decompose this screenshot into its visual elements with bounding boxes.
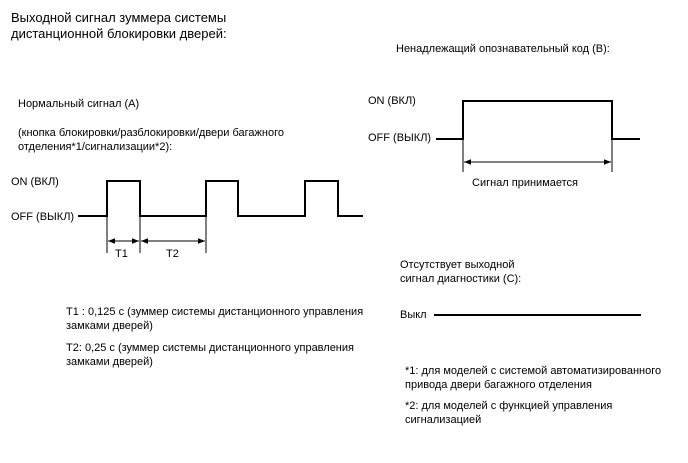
- t1-definition-line-1: T1 : 0,125 с (зуммер системы дистанционн…: [66, 306, 364, 318]
- normal-off-label: OFF (ВЫКЛ): [11, 211, 75, 223]
- t2-definition-line-1: T2: 0,25 с (зуммер системы дистанционног…: [66, 342, 354, 354]
- footnote-1-line-1: *1: для моделей с системой автоматизиров…: [405, 365, 662, 377]
- normal-signal-heading: Нормальный сигнал (A): [18, 98, 140, 110]
- t1-label: T1: [115, 248, 128, 260]
- invalid-code-waveform: [436, 100, 640, 140]
- no-output-off-label: Выкл: [400, 309, 427, 321]
- footnote-2-line-2: сигнализацией: [405, 414, 482, 426]
- invalid-on-label: ON (ВКЛ): [368, 95, 416, 107]
- footnote-1-line-2: привода двери багажного отделения: [405, 379, 592, 391]
- normal-signal-waveform: [78, 180, 363, 217]
- t2-definition-line-2: замками дверей): [66, 356, 153, 368]
- t1-definition-line-2: замками дверей): [66, 320, 153, 332]
- signal-accepted-label: Сигнал принимается: [472, 177, 579, 189]
- footnote-2-line-1: *2: для моделей с функцией управления: [405, 400, 613, 412]
- normal-signal-note-line-1: (кнопка блокировки/разблокировки/двери б…: [18, 127, 284, 139]
- invalid-off-label: OFF (ВЫКЛ): [368, 132, 432, 144]
- no-output-heading-line-2: сигнал диагностики (C):: [400, 273, 522, 285]
- invalid-code-heading: Ненадлежащий опознавательный код (B):: [396, 43, 610, 55]
- diagram-title-line-2: дистанционной блокировки дверей:: [11, 26, 227, 41]
- normal-on-label: ON (ВКЛ): [11, 176, 59, 188]
- normal-signal-note-line-2: отделения*1/сигнализации*2):: [18, 141, 173, 153]
- diagram-title-line-1: Выходной сигнал зуммера системы: [11, 10, 227, 25]
- no-output-heading-line-1: Отсутствует выходной: [400, 259, 515, 271]
- t2-label: T2: [166, 248, 179, 260]
